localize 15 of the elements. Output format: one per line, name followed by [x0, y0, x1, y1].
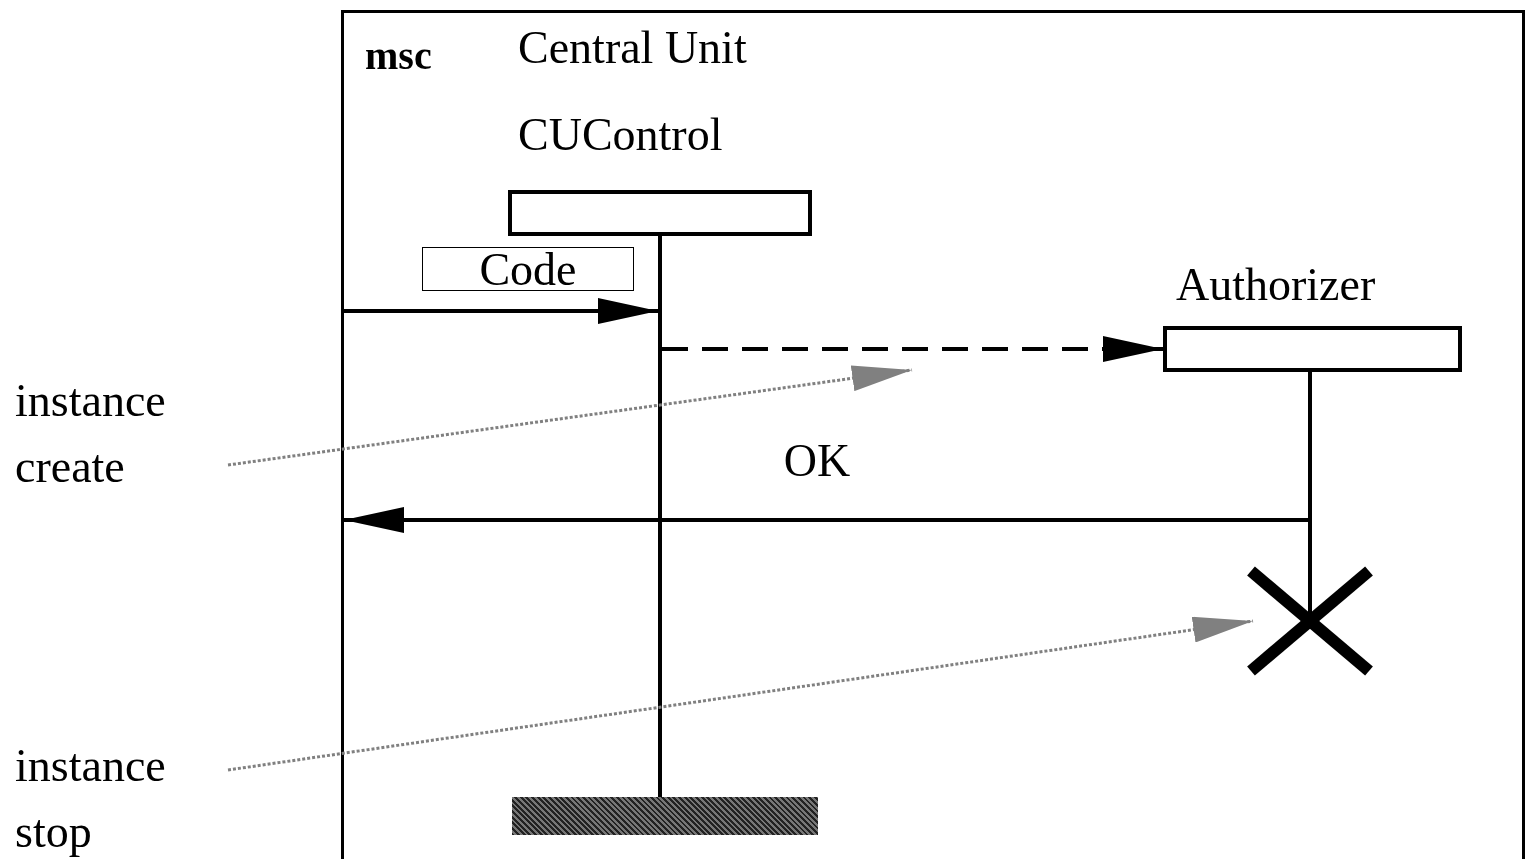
- lifeline: [658, 236, 662, 798]
- message-arrow: [344, 298, 658, 324]
- instance-name: CUControl: [518, 112, 723, 158]
- instance-stop-cross: [1245, 565, 1375, 677]
- leader-arrow: [227, 616, 1254, 772]
- create-message-arrow: [662, 336, 1163, 362]
- annotation-text: instance create: [15, 368, 215, 488]
- message-label: Code: [422, 247, 634, 291]
- instance-stop-bar: [512, 797, 818, 835]
- instance-name: Authorizer: [1176, 262, 1376, 308]
- message-arrow: [344, 507, 1308, 533]
- diagram-keyword: msc: [365, 36, 432, 76]
- msc-frame: [341, 10, 1525, 859]
- frame-name: Central Unit: [518, 25, 747, 71]
- leader-arrow: [227, 365, 913, 467]
